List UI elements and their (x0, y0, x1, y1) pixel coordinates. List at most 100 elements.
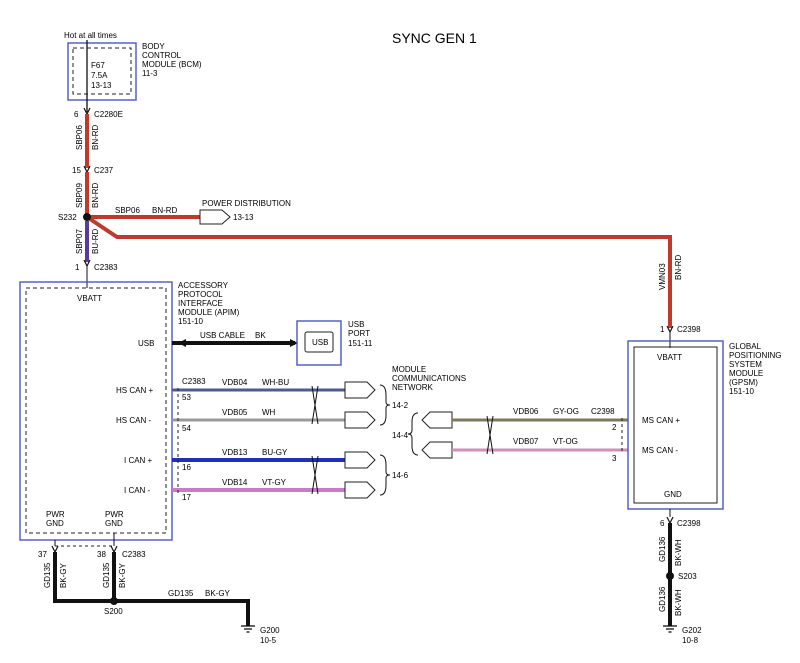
wire-sbp09-label: SBP09 (75, 183, 84, 208)
c2383-gnd-mark-38 (110, 545, 118, 554)
bcm-box (67, 42, 137, 101)
mcn-connector-hs-minus[interactable] (344, 411, 376, 429)
usb-cable-arrow-apim (178, 339, 186, 347)
mcn-ref-146: 14-6 (392, 471, 409, 480)
ground-g200-ref: 10-5 (260, 636, 277, 645)
mcn-ref-142: 14-2 (392, 401, 409, 410)
wire-gd135-a-label: GD135 (43, 562, 52, 588)
gpsm-name-line-5: (GPSM) (729, 378, 758, 387)
c2383-can-label: C2383 (182, 377, 206, 386)
apim-name-line-1: ACCESSORY (178, 281, 229, 290)
mcn-name-line-2: COMMUNICATIONS (392, 374, 466, 383)
apim-pin-53: 53 (182, 393, 191, 402)
mcn-brace-144 (407, 412, 419, 456)
hot-at-all-times-label: Hot at all times (64, 31, 117, 40)
apim-name-line-3: INTERFACE (178, 299, 223, 308)
apim-usb-label: USB (138, 339, 154, 348)
apim-inner-box (25, 287, 167, 534)
wire-sbp07-color: BU-RD (91, 228, 100, 254)
gpsm-pin-2: 2 (612, 423, 617, 432)
bcm-inner-box (72, 47, 132, 95)
splice-s232-dot (83, 213, 91, 221)
mcn-brace-146 (379, 454, 391, 496)
diagram-title: SYNC GEN 1 (392, 30, 477, 46)
bcm-name-line-2: CONTROL (142, 51, 182, 60)
wire-vmn03-color: BN-RD (674, 254, 683, 280)
wire-sbp09-color: BN-RD (91, 182, 100, 208)
wire-vmn03-label: VMN03 (658, 263, 667, 290)
wire-gd136-a-color: BK-WH (674, 539, 683, 566)
usb-cable-label: USB CABLE (200, 331, 245, 340)
wire-gd135-b-color: BK-GY (118, 562, 127, 588)
wire-gd135-c-label: GD135 (168, 589, 194, 598)
wire-gd135-a-color: BK-GY (59, 562, 68, 588)
wire-vdb07-color: VT-OG (553, 437, 578, 446)
usb-port-name-line-2: PORT (348, 329, 370, 338)
bcm-name-line-1: BODY (142, 42, 165, 51)
bcm-name-line-4: 11-3 (142, 69, 158, 78)
c2398-top-label: C2398 (677, 325, 701, 334)
c2398-gnd-connector-mark (666, 516, 674, 525)
c2280e-label: C2280E (94, 110, 123, 119)
wire-sbp07-label: SBP07 (75, 229, 84, 254)
wire-gd136-a-label: GD136 (658, 536, 667, 562)
gpsm-inner-box (633, 346, 718, 504)
mcn-connector-i-plus[interactable] (344, 451, 376, 469)
usb-port-socket[interactable] (304, 331, 334, 353)
wire-vdb13-color: BU-GY (262, 448, 288, 457)
wire-vdb06-label: VDB06 (513, 407, 539, 416)
power-distribution-connector[interactable] (199, 209, 231, 225)
wire-vdb14-label: VDB14 (222, 478, 248, 487)
apim-box (19, 281, 173, 541)
power-distribution-label: POWER DISTRIBUTION (202, 199, 291, 208)
c237-pin: 15 (72, 166, 81, 175)
mcn-connector-hs-plus[interactable] (344, 381, 376, 399)
wire-sbp06-a-label: SBP06 (75, 125, 84, 150)
apim-pwr-gnd-1-line-1: PWR (46, 510, 65, 519)
wire-gd136-b-color: BK-WH (674, 589, 683, 616)
ground-g200-label: G200 (260, 626, 280, 635)
twist-mark-i-b (311, 455, 319, 495)
wire-gd135-main (53, 552, 250, 626)
c2398-gnd-label: C2398 (677, 519, 701, 528)
ground-g202-label: G202 (682, 626, 702, 635)
apim-name-line-5: 151-10 (178, 317, 203, 326)
wire-gd136-b-label: GD136 (658, 586, 667, 612)
usb-port-box (296, 320, 342, 366)
apim-i-can-minus: I CAN - (124, 486, 151, 495)
wire-vmn03 (85, 215, 672, 328)
fuse-rating: 7.5A (91, 71, 108, 80)
splice-s203-label: S203 (678, 572, 697, 581)
wire-sbp06-a-color: BN-RD (91, 124, 100, 150)
c2398-top-pin: 1 (660, 325, 665, 334)
wire-vdb05-color: WH (262, 408, 276, 417)
mcn-brace-142 (379, 384, 391, 426)
splice-s200-label: S200 (104, 607, 123, 616)
gpsm-ms-can-minus: MS CAN - (642, 446, 678, 455)
bcm-name-line-3: MODULE (BCM) (142, 60, 202, 69)
twist-mark-ms-b (486, 415, 494, 455)
gpsm-name-line-2: POSITIONING (729, 351, 781, 360)
gpsm-vbatt: VBATT (657, 353, 682, 362)
apim-pin-17: 17 (182, 493, 191, 502)
mcn-connector-i-minus[interactable] (344, 481, 376, 499)
ground-g202-symbol (663, 625, 677, 633)
mcn-name-line-1: MODULE (392, 365, 426, 374)
apim-name-line-4: MODULE (APIM) (178, 308, 240, 317)
gpsm-name-line-4: MODULE (729, 369, 763, 378)
gpsm-pin-3: 3 (612, 454, 617, 463)
c2383-gnd-label: C2383 (122, 550, 146, 559)
c2383-label: C2383 (94, 263, 118, 272)
gnd-pin-38: 38 (97, 550, 106, 559)
usb-port-name-line-3: 151-11 (348, 339, 373, 348)
fuse-ref: 13-13 (91, 81, 112, 90)
apim-pin-16: 16 (182, 463, 191, 472)
gpsm-name-line-6: 151-10 (729, 387, 754, 396)
wire-vdb04-color: WH-BU (262, 378, 289, 387)
apim-pwr-gnd-2-line-2: GND (105, 519, 123, 528)
apim-i-can-plus: I CAN + (124, 456, 153, 465)
mcn-connector-ms-plus[interactable] (421, 411, 453, 429)
mcn-connector-ms-minus[interactable] (421, 441, 453, 459)
splice-s200-dot (110, 597, 118, 605)
